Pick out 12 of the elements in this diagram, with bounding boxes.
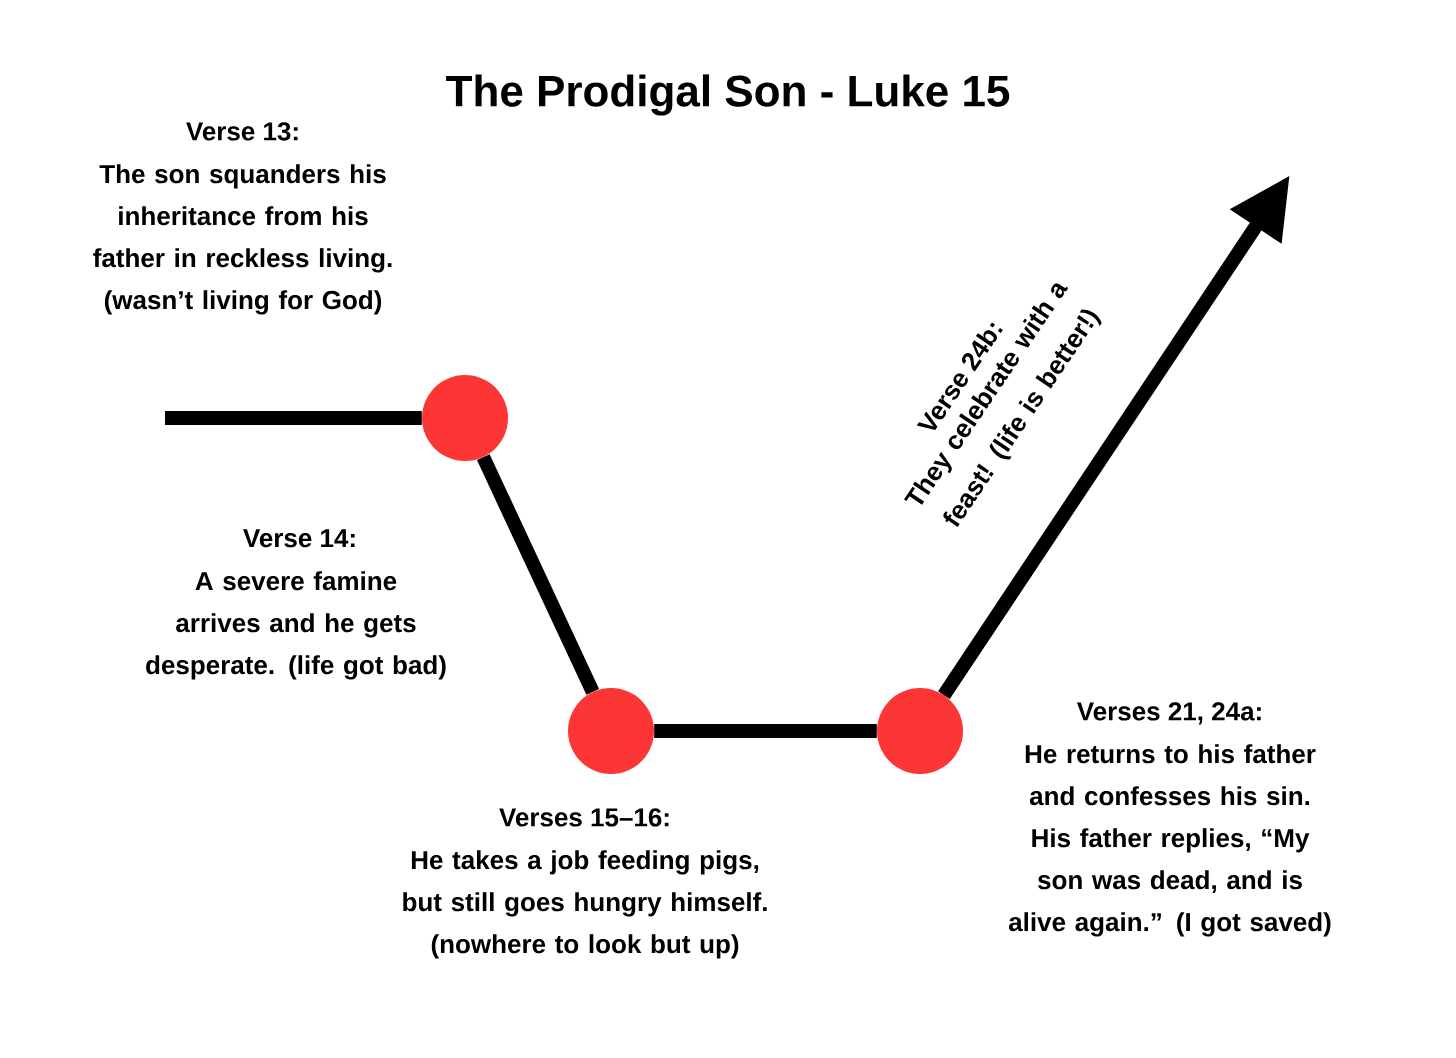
point-marker [877,688,963,774]
line-segment [476,454,600,695]
verse-heading: Verse 14: [243,529,355,548]
point-marker [422,375,508,461]
verse-text: He takes a job feeding pigs, but still goes hungry himself. (nowhere to look but up) [403,850,767,959]
title: The Prodigal Son - Luke 15 [446,74,1010,116]
line-segment [165,411,422,425]
verse-heading: Verses 21, 24a: [1076,702,1261,725]
verse-heading: Verse 13: [186,122,298,141]
point-marker [568,688,654,774]
line-segment [654,724,877,738]
verse-text: A severe famine arrives and he gets desperate. (life got bad) [146,571,446,680]
